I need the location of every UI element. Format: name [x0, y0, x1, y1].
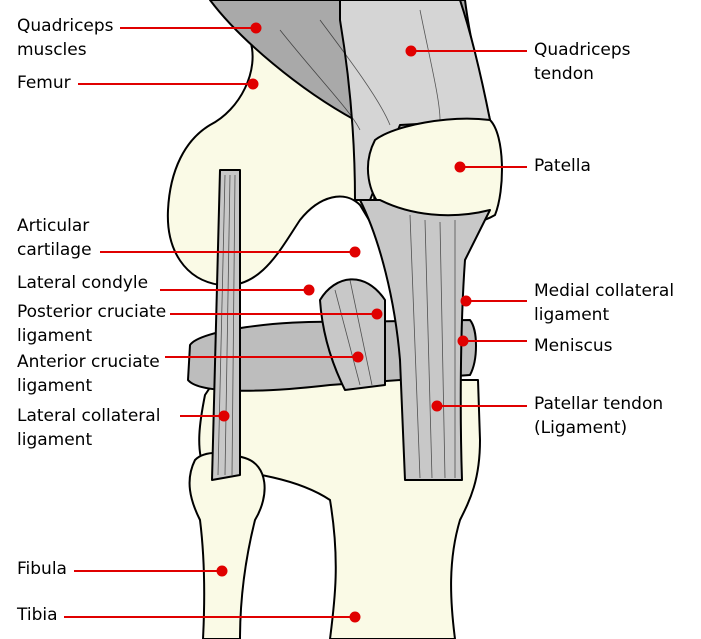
label-quadriceps-muscles: Quadriceps muscles: [17, 14, 114, 62]
lateral-condyle-dot: [303, 284, 315, 296]
label-line: (Ligament): [534, 418, 628, 438]
patella-shape: [367, 117, 503, 227]
cruciate-ligaments-shape: [319, 278, 386, 391]
medial-collateral-dot: [460, 295, 472, 307]
label-patella: Patella: [534, 154, 591, 178]
label-line: muscles: [17, 40, 87, 60]
label-line: Fibula: [17, 559, 67, 579]
lateral-collateral-dot: [218, 410, 230, 422]
quadriceps-tendon-dot: [405, 45, 417, 57]
label-lateral-collateral-ligament: Lateral collateral ligament: [17, 404, 160, 452]
label-anterior-cruciate-ligament: Anterior cruciate ligament: [17, 350, 160, 398]
label-femur: Femur: [17, 71, 71, 95]
label-line: cartilage: [17, 240, 92, 260]
label-line: Patellar tendon: [534, 394, 664, 414]
label-line: Lateral condyle: [17, 273, 149, 293]
patellar-tendon-dot: [431, 400, 443, 412]
label-lateral-condyle: Lateral condyle: [17, 271, 148, 295]
femur-dot: [247, 78, 259, 90]
label-line: Femur: [17, 73, 71, 93]
articular-cartilage-dot: [349, 246, 361, 258]
label-line: Medial collateral: [534, 281, 675, 301]
patella-dot: [454, 161, 466, 173]
label-posterior-cruciate-ligament: Posterior cruciate ligament: [17, 300, 166, 348]
fibula-shape: [188, 452, 266, 639]
leader-lines: [64, 22, 527, 623]
label-articular-cartilage: Articular cartilage: [17, 214, 92, 262]
label-line: tendon: [534, 64, 594, 84]
label-line: Quadriceps: [534, 40, 631, 60]
label-patellar-tendon: Patellar tendon (Ligament): [534, 392, 663, 440]
label-quadriceps-tendon: Quadriceps tendon: [534, 38, 631, 86]
label-line: Anterior cruciate: [17, 352, 160, 372]
label-fibula: Fibula: [17, 557, 67, 581]
label-line: ligament: [17, 326, 93, 346]
label-line: Tibia: [17, 605, 58, 625]
label-line: Quadriceps: [17, 16, 114, 36]
label-line: Meniscus: [534, 336, 613, 356]
label-line: Articular: [17, 216, 90, 236]
tibia-dot: [349, 611, 361, 623]
meniscus-dot: [457, 335, 469, 347]
label-line: Lateral collateral: [17, 406, 161, 426]
label-meniscus: Meniscus: [534, 334, 612, 358]
label-tibia: Tibia: [17, 603, 58, 627]
label-line: ligament: [17, 376, 93, 396]
label-line: ligament: [17, 430, 93, 450]
patellar-tendon-shape: [359, 199, 491, 481]
quadriceps-muscles-dot: [250, 22, 262, 34]
anterior-cruciate-dot: [352, 351, 364, 363]
posterior-cruciate-dot: [371, 308, 383, 320]
label-line: ligament: [534, 305, 610, 325]
fibula-dot: [216, 565, 228, 577]
label-medial-collateral-ligament: Medial collateral ligament: [534, 279, 674, 327]
label-line: Patella: [534, 156, 591, 176]
label-line: Posterior cruciate: [17, 302, 167, 322]
